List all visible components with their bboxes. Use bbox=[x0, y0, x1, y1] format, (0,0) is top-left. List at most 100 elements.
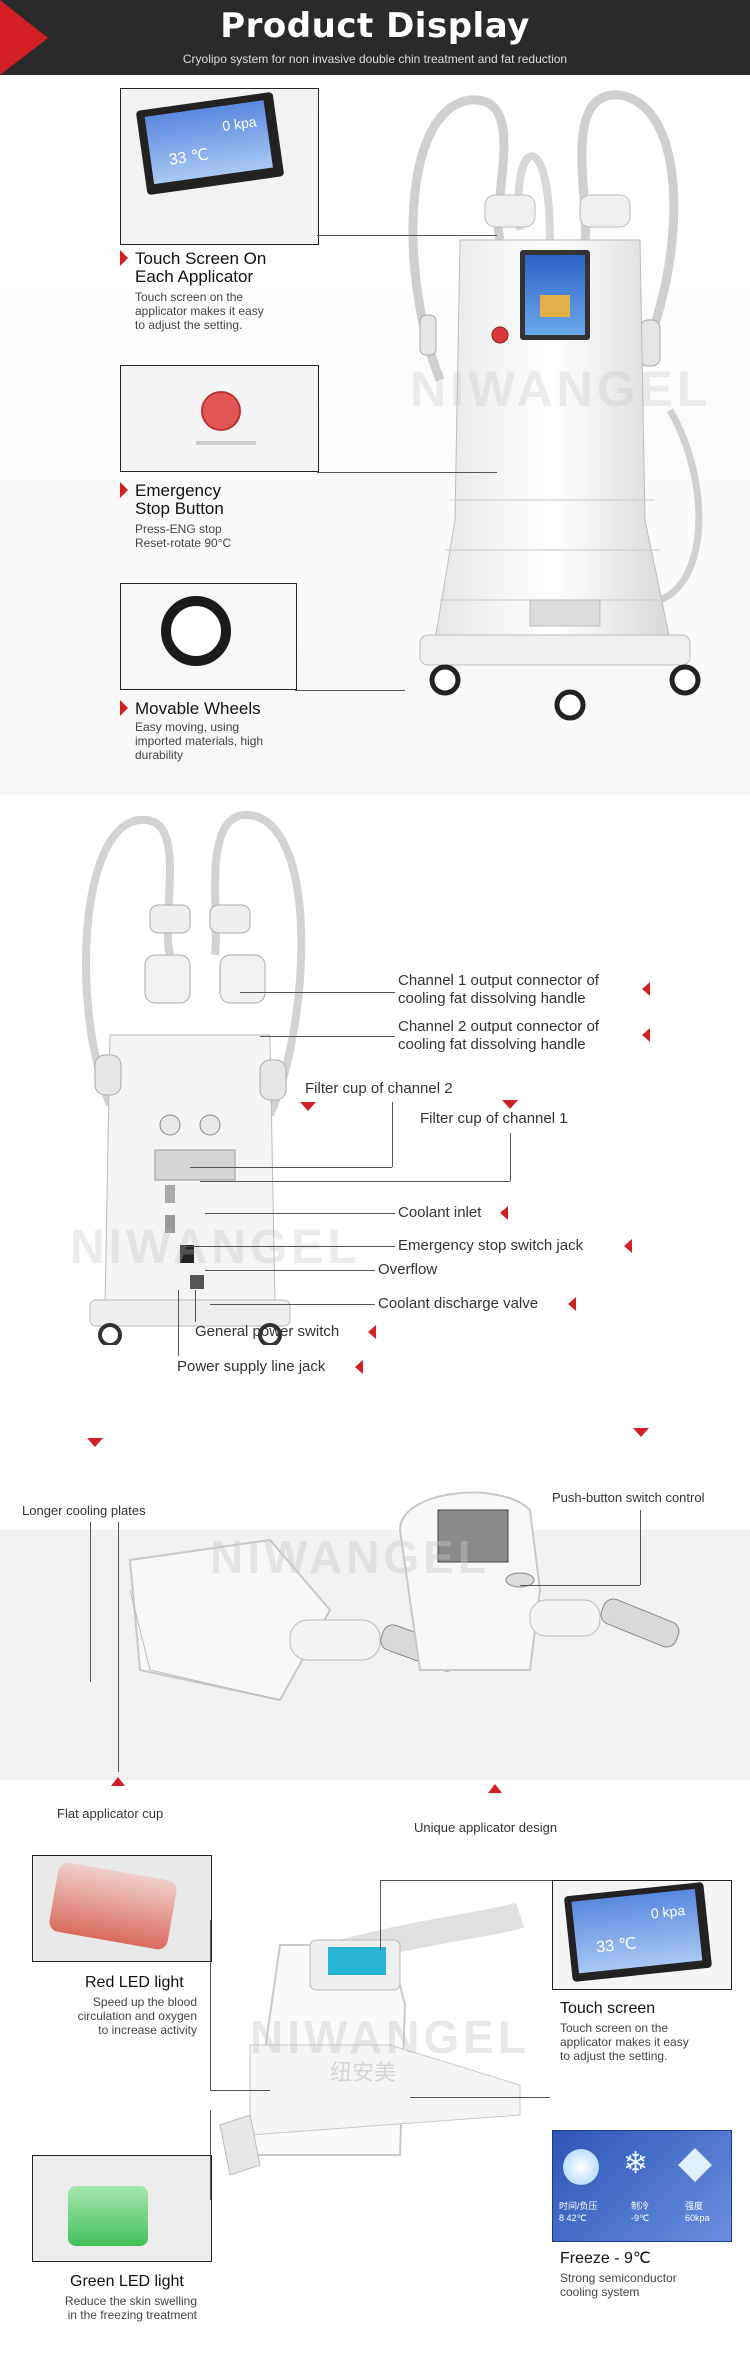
page-subtitle: Cryolipo system for non invasive double … bbox=[182, 52, 568, 66]
callout-line bbox=[392, 1102, 393, 1167]
feature-touch-desc: Touch screen on the applicator makes it … bbox=[135, 290, 264, 332]
thumb-pressure-readout: 0 kpa bbox=[650, 1902, 686, 1922]
freeze-desc: Strong semiconductor cooling system bbox=[560, 2271, 677, 2299]
label-flat-applicator-cup: Flat applicator cup bbox=[57, 1806, 164, 1821]
feature-wheels-desc: Easy moving, using imported materials, h… bbox=[135, 720, 264, 762]
callout-line bbox=[178, 1290, 179, 1356]
freeze-panel-col1-label: 时间/负压 bbox=[559, 2201, 598, 2211]
watermark-text: NIWANGEL bbox=[70, 1221, 361, 1274]
red-arrow-icon bbox=[642, 982, 650, 996]
snowflake-icon: ❄ bbox=[623, 2147, 649, 2180]
callout-line bbox=[640, 1510, 641, 1585]
freeze-panel-col2-label: 制冷 bbox=[631, 2201, 650, 2211]
callout-line bbox=[190, 1167, 392, 1168]
green-led-desc: Reduce the skin swelling in the freezing… bbox=[64, 2294, 197, 2322]
freeze-panel-col3-label: 强度 bbox=[685, 2201, 704, 2211]
label-power-supply-jack: Power supply line jack bbox=[177, 1358, 326, 1375]
callout-line bbox=[195, 1290, 196, 1322]
red-arrow-icon bbox=[355, 1360, 363, 1374]
callout-line bbox=[410, 2097, 550, 2098]
machine-rear-image bbox=[82, 810, 306, 1345]
red-arrow-icon bbox=[500, 1206, 508, 1220]
touch-screen-desc: Touch screen on the applicator makes it … bbox=[560, 2021, 689, 2063]
red-arrow-icon bbox=[300, 1102, 316, 1111]
callout-line bbox=[317, 235, 497, 236]
red-led-title: Red LED light bbox=[85, 1974, 184, 1991]
label-coolant-inlet: Coolant inlet bbox=[398, 1204, 482, 1221]
wheels-thumbnail bbox=[120, 583, 297, 690]
label-channel2-line2: cooling fat dissolving handle bbox=[398, 1036, 586, 1053]
red-arrow-icon bbox=[488, 1784, 502, 1793]
callout-line bbox=[205, 1213, 395, 1214]
label-channel2-line1: Channel 2 output connector of bbox=[398, 1018, 599, 1035]
red-arrow-icon bbox=[568, 1297, 576, 1311]
callout-line bbox=[210, 1304, 375, 1305]
watermark-text: NIWANGEL bbox=[410, 361, 712, 417]
label-general-power-switch: General power switch bbox=[195, 1323, 340, 1340]
red-arrow-icon bbox=[633, 1428, 649, 1437]
feature-touch-title: Touch Screen On Each Applicator bbox=[135, 249, 267, 286]
label-channel1-line2: cooling fat dissolving handle bbox=[398, 990, 586, 1007]
callout-line bbox=[510, 1133, 511, 1181]
label-coolant-discharge: Coolant discharge valve bbox=[378, 1295, 539, 1312]
callout-line bbox=[185, 1246, 395, 1247]
callout-line bbox=[520, 1585, 640, 1586]
red-led-desc: Speed up the blood circulation and oxyge… bbox=[77, 1995, 197, 2037]
thumb-pressure-readout: 0 kpa bbox=[221, 113, 258, 135]
watermark-text: NIWANGEL bbox=[250, 2011, 530, 2063]
red-arrow-icon bbox=[624, 1239, 632, 1253]
touch-screen-thumbnail-2: 0 kpa 33 ℃ bbox=[552, 1880, 732, 1990]
thumb-temp-readout: 33 ℃ bbox=[595, 1935, 638, 1957]
callout-line bbox=[118, 1522, 119, 1772]
intensity-icon bbox=[678, 2148, 712, 2182]
label-filter-cup-1: Filter cup of channel 1 bbox=[420, 1110, 568, 1127]
thumb-temp-readout: 33 ℃ bbox=[167, 146, 210, 169]
applicator-closeup-image bbox=[219, 1902, 525, 2176]
freeze-panel: ❄ 时间/负压 8 42℃ 制冷 -9℃ 强度 60kpa bbox=[552, 2130, 732, 2242]
callout-line bbox=[260, 1036, 395, 1037]
callout-line bbox=[380, 1880, 552, 1881]
callout-line bbox=[205, 1270, 375, 1271]
callout-line bbox=[90, 1522, 91, 1682]
label-longer-cooling-plates: Longer cooling plates bbox=[22, 1503, 146, 1518]
label-overflow: Overflow bbox=[378, 1261, 438, 1278]
green-led-thumbnail bbox=[32, 2155, 212, 2262]
label-push-button-switch: Push-button switch control bbox=[552, 1490, 705, 1505]
freeze-title: Freeze - 9℃ bbox=[560, 2250, 651, 2267]
label-unique-applicator-design: Unique applicator design bbox=[414, 1820, 558, 1835]
callout-line bbox=[295, 690, 405, 691]
label-filter-cup-2: Filter cup of channel 2 bbox=[305, 1080, 453, 1097]
red-arrow-icon bbox=[111, 1777, 125, 1786]
callout-line bbox=[200, 1181, 510, 1182]
label-channel1-line1: Channel 1 output connector of bbox=[398, 972, 599, 989]
callout-line bbox=[317, 472, 497, 473]
green-led-title: Green LED light bbox=[70, 2273, 184, 2290]
freeze-panel-col3-value: 60kpa bbox=[685, 2213, 710, 2223]
callout-line bbox=[210, 1920, 211, 2090]
page-title: Product Display bbox=[220, 6, 530, 46]
red-led-thumbnail bbox=[32, 1855, 212, 1962]
red-arrow-icon bbox=[642, 1028, 650, 1042]
watermark-cn: 纽安美 bbox=[330, 2060, 397, 2085]
freeze-panel-col2-value: -9℃ bbox=[631, 2213, 650, 2223]
red-arrow-icon bbox=[368, 1325, 376, 1339]
touch-screen-thumbnail: 0 kpa 33 ℃ bbox=[120, 88, 319, 245]
feature-emergency-desc: Press-ENG stop Reset-rotate 90°C bbox=[135, 522, 232, 550]
red-arrow-icon bbox=[502, 1100, 518, 1109]
watermark-text: NIWANGEL bbox=[210, 1531, 490, 1583]
red-arrow-icon bbox=[120, 700, 128, 716]
callout-line bbox=[240, 992, 395, 993]
label-emergency-jack: Emergency stop switch jack bbox=[398, 1237, 584, 1254]
emergency-thumbnail bbox=[120, 365, 319, 472]
feature-wheels-title: Movable Wheels bbox=[135, 699, 261, 718]
applicators-image bbox=[128, 1491, 680, 1702]
callout-line bbox=[380, 1880, 381, 1950]
red-arrow-icon bbox=[120, 482, 128, 498]
header-red-triangle-icon bbox=[0, 0, 48, 75]
touch-screen-title: Touch screen bbox=[560, 2000, 656, 2017]
freeze-panel-col1-value: 8 42℃ bbox=[559, 2213, 587, 2223]
feature-emergency-title: Emergency Stop Button bbox=[135, 481, 224, 518]
red-arrow-icon bbox=[120, 250, 128, 266]
red-arrow-icon bbox=[87, 1438, 103, 1447]
callout-line bbox=[210, 2090, 270, 2091]
